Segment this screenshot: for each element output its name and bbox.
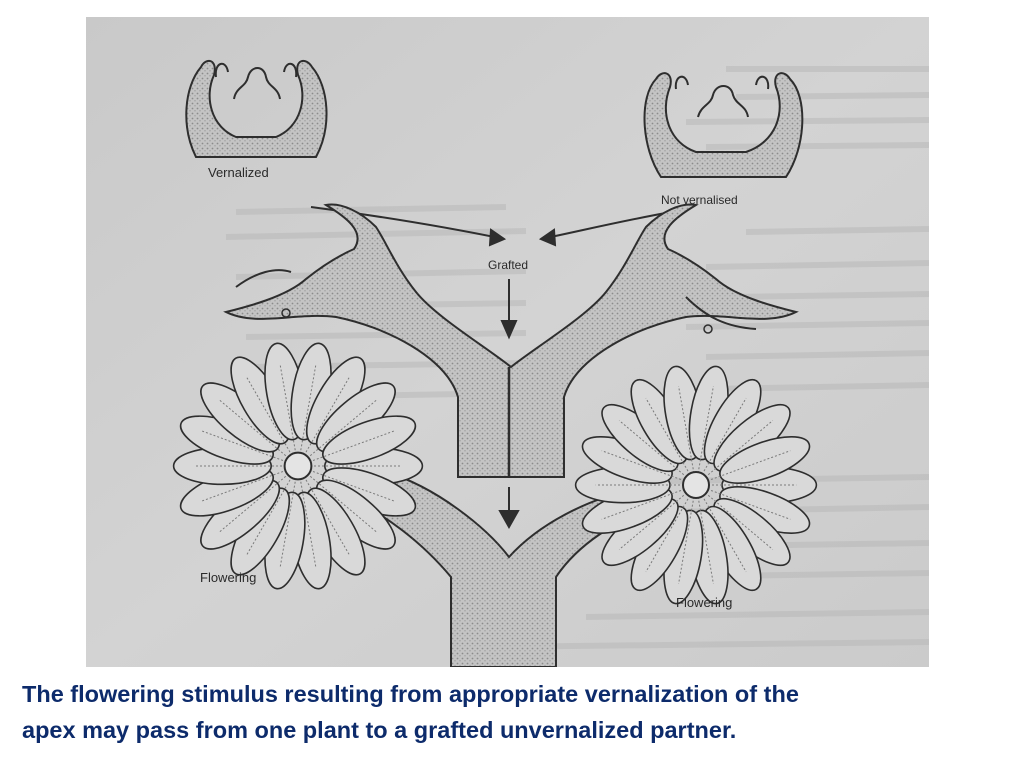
petal-vein: [297, 465, 378, 534]
diagram-svg: [86, 17, 930, 668]
petal-vein: [695, 484, 714, 584]
petal-vein: [645, 484, 697, 573]
vernalized-apex: [185, 59, 328, 158]
petal-vein: [601, 450, 697, 486]
petal-vein: [297, 375, 351, 467]
label-vernalized: Vernalized: [208, 165, 269, 180]
petal-vein: [618, 484, 697, 550]
petal: [322, 415, 417, 465]
petal-vein: [218, 465, 299, 534]
petal-vein: [645, 397, 697, 486]
label-grafted: Grafted: [488, 258, 529, 272]
petal-vein: [200, 430, 299, 467]
caption-line-1: The flowering stimulus resulting from ap…: [22, 681, 799, 707]
petal-vein: [297, 430, 396, 467]
label-flowering-right: Flowering: [676, 595, 733, 610]
petal-vein: [297, 363, 317, 467]
flower-left: [172, 342, 424, 590]
label-flowering-left: Flowering: [200, 570, 257, 585]
petal-vein: [601, 484, 697, 520]
petal-vein: [695, 386, 714, 486]
flower-center: [283, 451, 313, 481]
petal-vein: [297, 465, 317, 569]
petal-vein: [279, 363, 299, 467]
grafted-shoots: [223, 203, 799, 478]
petal-vein: [297, 465, 396, 502]
petal-vein: [695, 484, 774, 550]
petal-vein: [245, 465, 299, 557]
grafting-diagram: Vernalized Not vernalised Grafted Flower…: [86, 17, 930, 668]
petal-vein: [245, 375, 299, 467]
petal-vein: [200, 465, 299, 502]
petal-vein: [695, 397, 747, 486]
petal-vein: [218, 398, 299, 467]
petal-vein: [695, 484, 747, 573]
petal-vein: [297, 465, 351, 557]
flower-right: [574, 365, 818, 605]
petal-vein: [695, 420, 774, 486]
flower-center: [682, 471, 710, 499]
petal-vein: [279, 465, 299, 569]
petal-vein: [695, 484, 791, 520]
unvernalised-apex: [643, 72, 804, 178]
petal-vein: [678, 484, 697, 584]
label-not-vernalised: Not vernalised: [661, 193, 738, 207]
petal-vein: [297, 398, 378, 467]
caption-line-2: apex may pass from one plant to a grafte…: [22, 717, 737, 743]
petal-vein: [678, 386, 697, 486]
caption: The flowering stimulus resulting from ap…: [22, 676, 1022, 748]
petal-vein: [618, 420, 697, 486]
petal-vein: [695, 450, 791, 486]
